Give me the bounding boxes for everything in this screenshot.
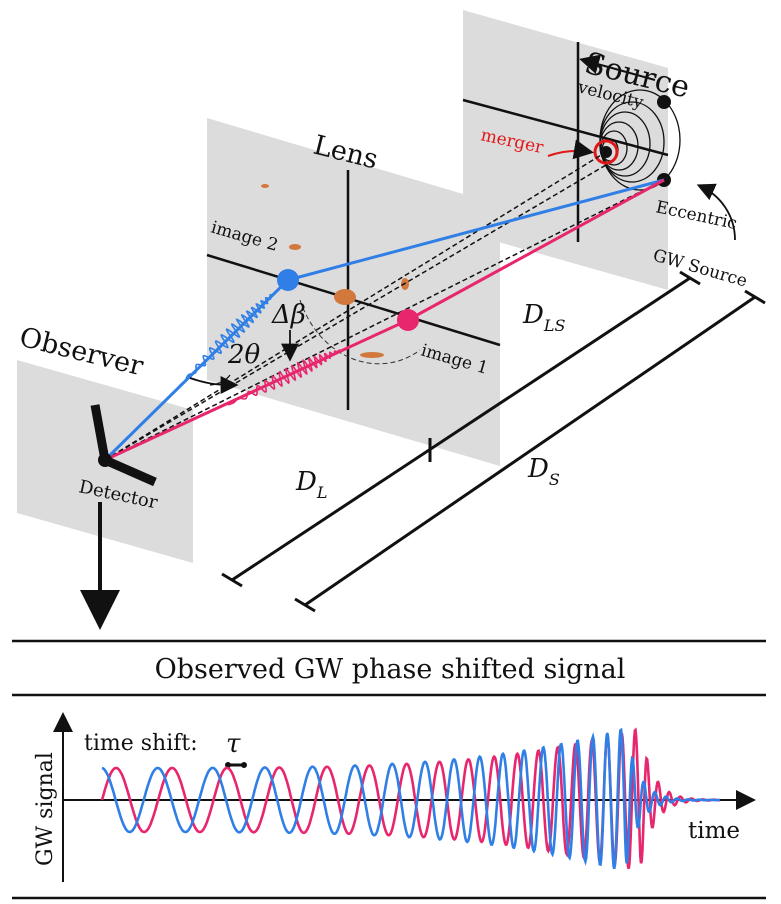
pink-ray-source — [407, 178, 665, 322]
merger-arrow — [547, 139, 594, 160]
d-s-label: DS — [527, 454, 560, 489]
tau-bar-left — [225, 762, 231, 768]
lens-arc — [360, 352, 384, 358]
source-bh-top — [657, 95, 671, 109]
detector-arm-up — [90, 404, 110, 461]
y-axis-label: GW signal — [33, 752, 58, 866]
tau-label: τ — [226, 729, 241, 759]
lens-caustic — [299, 299, 421, 365]
lens-arc — [261, 184, 269, 188]
velocity-arrow — [579, 54, 656, 81]
x-axis-label: time — [688, 818, 740, 844]
distance-bars — [221, 270, 766, 613]
detector-point — [98, 453, 112, 467]
banner-title: Observed GW phase shifted signal — [155, 654, 626, 685]
blue-wave — [179, 291, 276, 386]
d-l-label: DL — [295, 467, 327, 502]
detector-arm-right — [103, 455, 157, 487]
time-shift-label: time shift: — [84, 731, 198, 756]
dashed-rays — [104, 151, 665, 461]
signal-image2 — [101, 727, 720, 870]
two-theta-label: 2θ — [227, 340, 261, 370]
blue-ray-source — [287, 178, 665, 282]
tau-bar-right — [241, 762, 247, 768]
image1-dot — [397, 309, 419, 331]
delta-beta-label: Δβ — [271, 300, 306, 330]
two-theta-arc-b — [209, 374, 231, 386]
merger-ring — [593, 139, 619, 165]
pink-wave — [227, 349, 341, 406]
source-axis-h — [462, 98, 669, 157]
eccentric-arrow — [696, 183, 736, 241]
lens-galaxy — [334, 289, 356, 305]
image2-dot — [277, 269, 299, 291]
d-ls-label: DLS — [522, 300, 565, 335]
lens-arc — [289, 244, 301, 250]
